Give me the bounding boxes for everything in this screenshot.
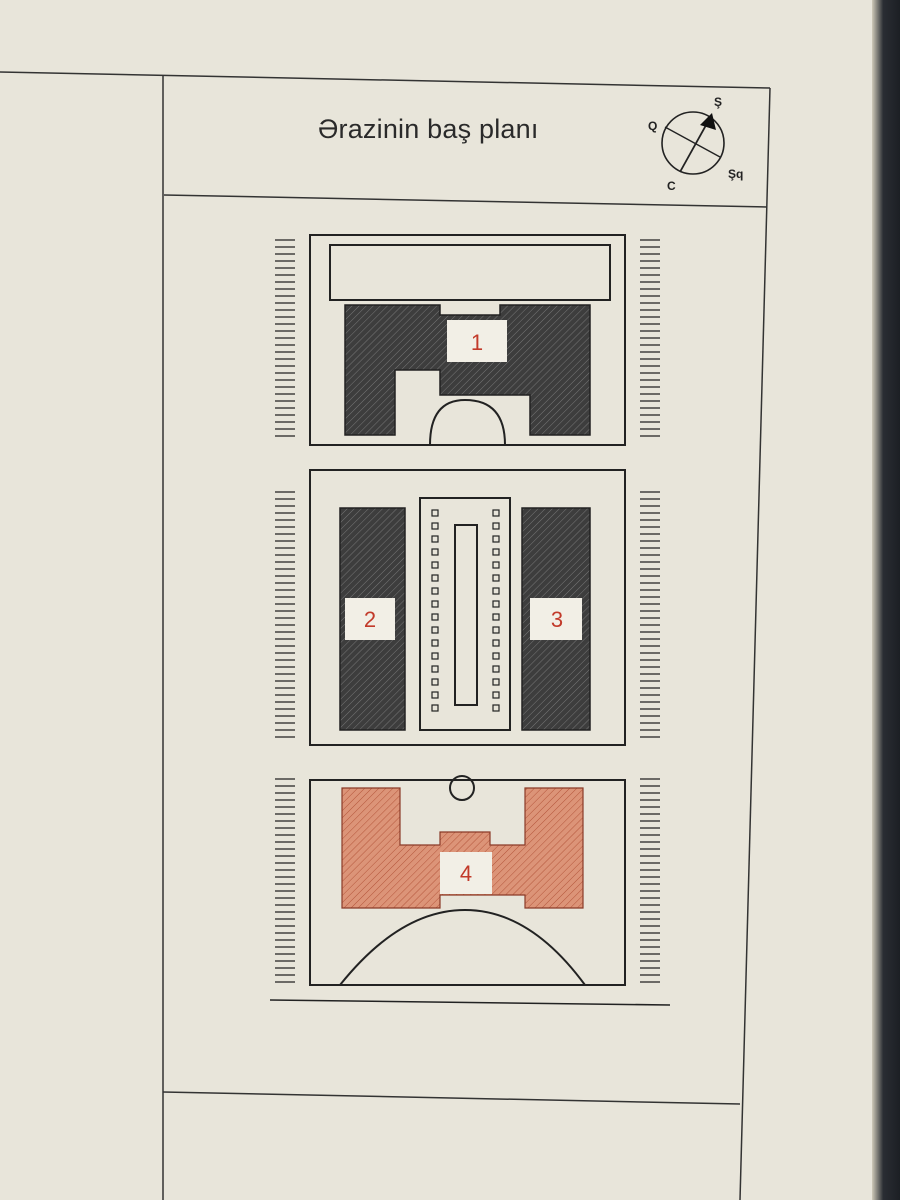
building-4-label: 4 [460, 861, 472, 886]
background-edge [872, 0, 900, 1200]
compass-north-label: Ş [714, 95, 722, 109]
building-4: 4 [341, 787, 584, 909]
building-3-label: 3 [551, 607, 563, 632]
site-roads [269, 234, 671, 1006]
building-1: 1 [344, 304, 591, 436]
building-2-label: 2 [364, 607, 376, 632]
plan-title: Ərazinin baş planı [318, 114, 539, 144]
courtyard-columns [431, 509, 500, 712]
compass-east-label: Şq [728, 167, 743, 181]
parking-stalls [275, 239, 660, 983]
compass-south-label: C [667, 179, 676, 193]
building-3: 3 [521, 507, 591, 731]
drawing-frame [0, 71, 771, 1200]
north-arrow-compass: Ş Q C Şq [648, 95, 743, 193]
building-1-label: 1 [471, 330, 483, 355]
building-2: 2 [339, 507, 406, 731]
compass-west-label: Q [648, 119, 657, 133]
